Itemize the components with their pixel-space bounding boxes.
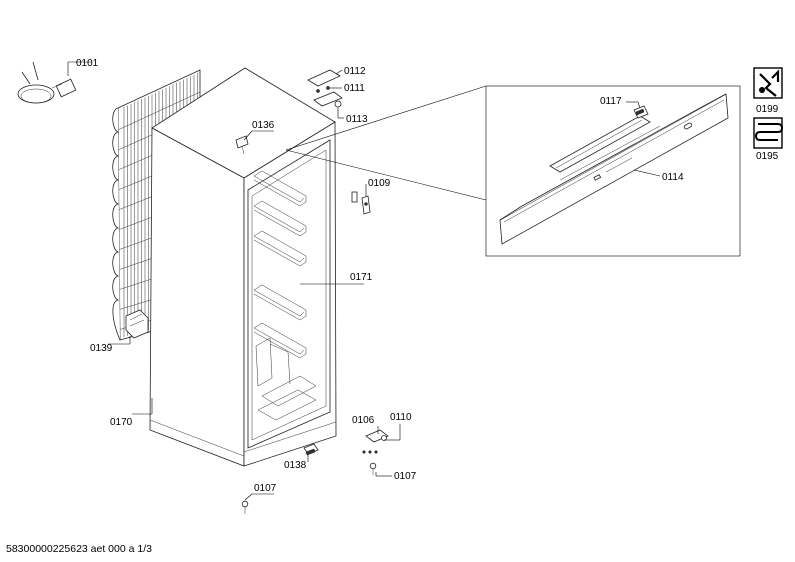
cabinet-housing[interactable]	[149, 67, 337, 467]
heating-coil-icon[interactable]	[753, 117, 784, 149]
label-0112: 0112	[344, 66, 366, 77]
label-0106: 0106	[352, 415, 375, 426]
condenser-tube	[117, 91, 201, 131]
part-0107-screw-b[interactable]	[241, 500, 249, 514]
part-0112[interactable]	[307, 69, 341, 87]
shelf-rail	[253, 327, 307, 359]
detail-leader-top	[285, 85, 487, 151]
shelf-edge	[253, 200, 307, 227]
freezer-shelves	[253, 170, 307, 359]
part-0111[interactable]	[316, 86, 330, 93]
shelf-rail	[253, 289, 307, 321]
part-0106[interactable]	[362, 450, 378, 454]
shelf-rail	[253, 235, 307, 267]
shelf-edge	[253, 284, 307, 311]
detail-box	[485, 85, 741, 257]
bottom-compartment	[255, 337, 317, 421]
part-0109[interactable]	[351, 191, 371, 215]
shelf-rail	[253, 175, 307, 207]
part-0139[interactable]	[125, 309, 149, 339]
label-0136: 0136	[252, 120, 275, 131]
document-footer-id: 58300000225623 aet 000 a 1/3	[6, 543, 152, 555]
shelf-edge	[253, 170, 307, 197]
label-0110: 0110	[390, 412, 412, 423]
label-0101: 0101	[76, 58, 99, 69]
control-panel-0114[interactable]	[499, 93, 729, 245]
label-0114: 0114	[662, 172, 684, 183]
leader-0107b	[244, 493, 253, 501]
shelf-edge	[253, 230, 307, 257]
part-0138[interactable]	[303, 443, 319, 456]
part-0110[interactable]	[365, 429, 389, 443]
shelf-rail	[253, 205, 307, 237]
wrench-service-icon[interactable]	[753, 67, 783, 99]
label-0139: 0139	[90, 343, 113, 354]
leader-0112	[335, 69, 343, 75]
leader-0136	[243, 130, 253, 141]
label-0107b: 0107	[254, 483, 277, 494]
leader-0114	[633, 169, 661, 177]
power-cable[interactable]	[17, 61, 77, 104]
label-0111: 0111	[344, 83, 365, 94]
label-0138: 0138	[284, 460, 307, 471]
part-0117[interactable]	[633, 105, 649, 119]
label-0117: 0117	[600, 96, 622, 107]
part-0107-screw-a[interactable]	[369, 462, 377, 475]
label-0107a: 0107	[394, 471, 417, 482]
label-0195: 0195	[756, 151, 779, 162]
label-0170: 0170	[110, 417, 133, 428]
label-0109: 0109	[368, 178, 391, 189]
part-0113[interactable]	[313, 91, 343, 108]
label-0113: 0113	[346, 114, 368, 125]
label-0199: 0199	[756, 104, 779, 115]
label-0171: 0171	[350, 272, 373, 283]
leader-0117-v	[637, 101, 641, 109]
shelf-edge	[253, 322, 307, 349]
detail-leader-bottom	[285, 149, 487, 201]
